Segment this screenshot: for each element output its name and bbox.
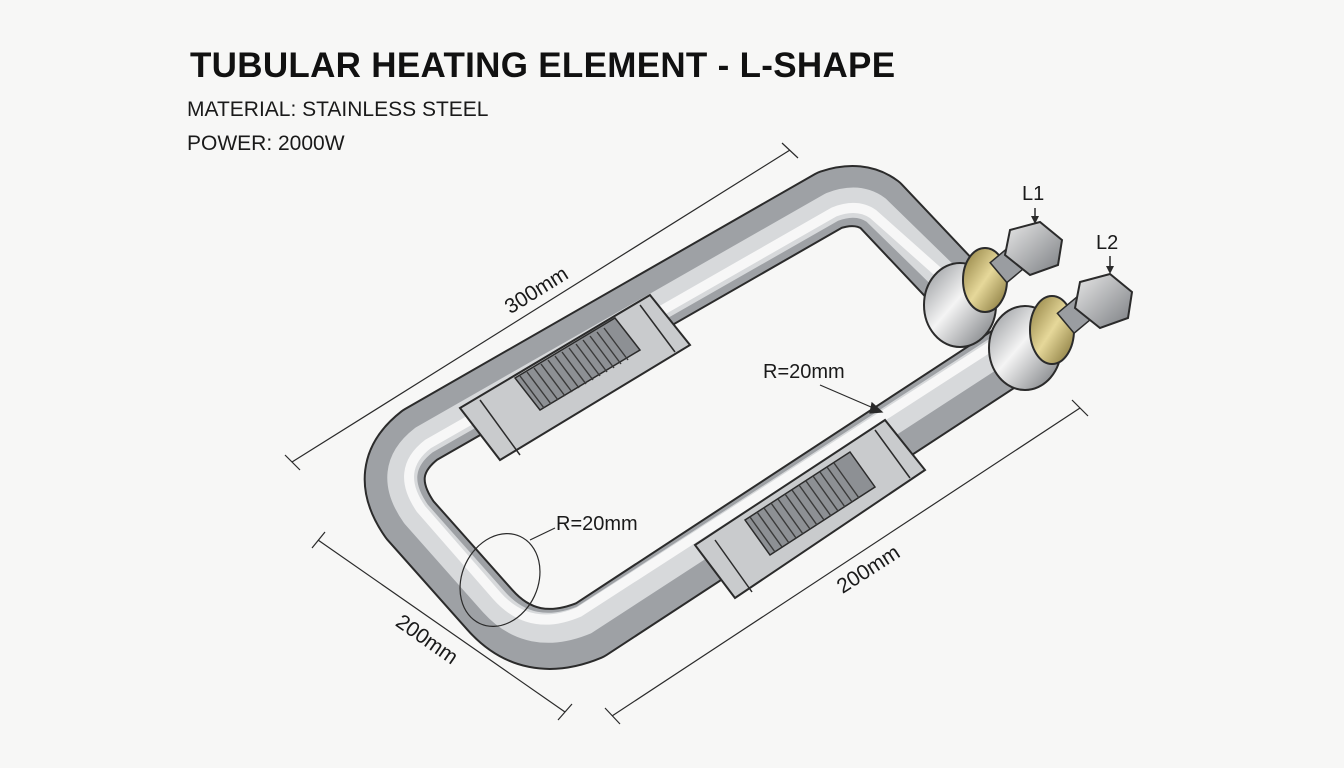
material-spec: MATERIAL: STAINLESS STEEL [187,98,489,121]
power-spec: POWER: 2000W [187,132,345,155]
terminal-l1 [923,208,1064,348]
dimension-right-label: 200mm [833,541,904,598]
terminal-l2 [988,256,1134,391]
bend-radius-right-label: R=20mm [763,361,845,383]
dimension-top-label: 300mm [501,262,573,319]
terminal-l1-label: L1 [1022,183,1044,205]
bend-radius-left-label: R=20mm [556,513,638,535]
dimension-left-label: 200mm [391,610,462,669]
dimension-lines [284,142,1089,725]
coil-section-lower [693,418,927,600]
diagram-title: TUBULAR HEATING ELEMENT - L-SHAPE [190,46,896,85]
tube-body [363,165,1042,670]
coil-section-upper [458,293,692,462]
terminal-l2-label: L2 [1096,232,1118,254]
